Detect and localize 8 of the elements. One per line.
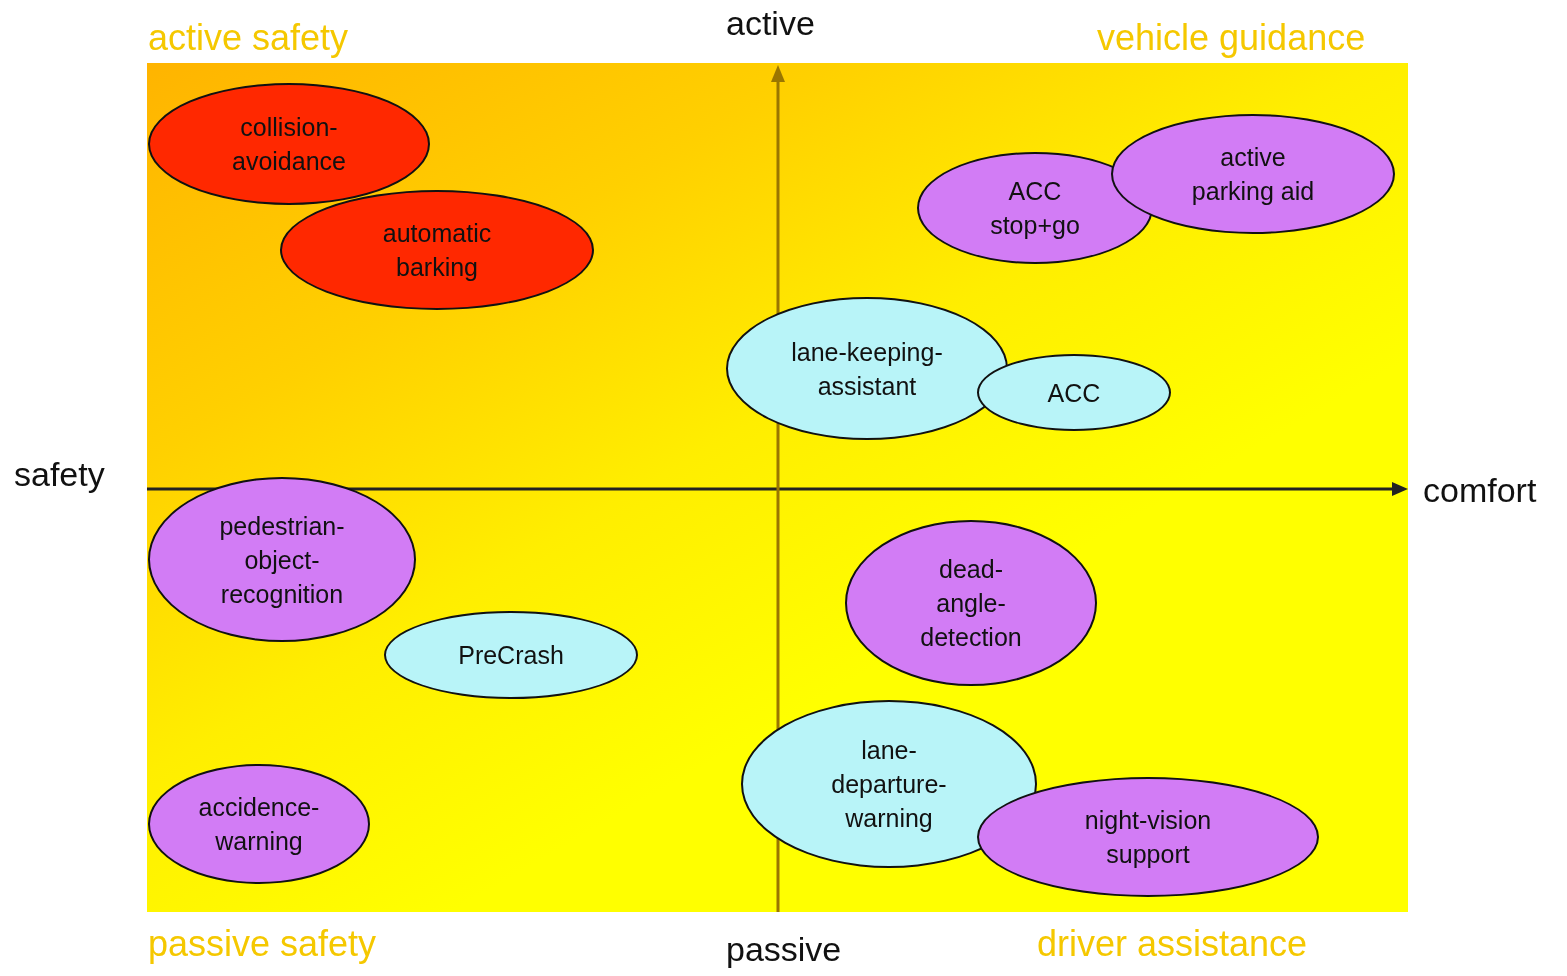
quadrant-label: passive safety (148, 926, 377, 962)
axis-label: passive (726, 932, 842, 966)
quadrant-label: active safety (148, 20, 349, 56)
axis-label: active (726, 6, 815, 40)
quadrant-label: vehicle guidance (1097, 20, 1366, 56)
axis-label: safety (14, 457, 105, 491)
axis-label: comfort (1423, 473, 1537, 507)
quadrant-label: driver assistance (1037, 926, 1308, 962)
